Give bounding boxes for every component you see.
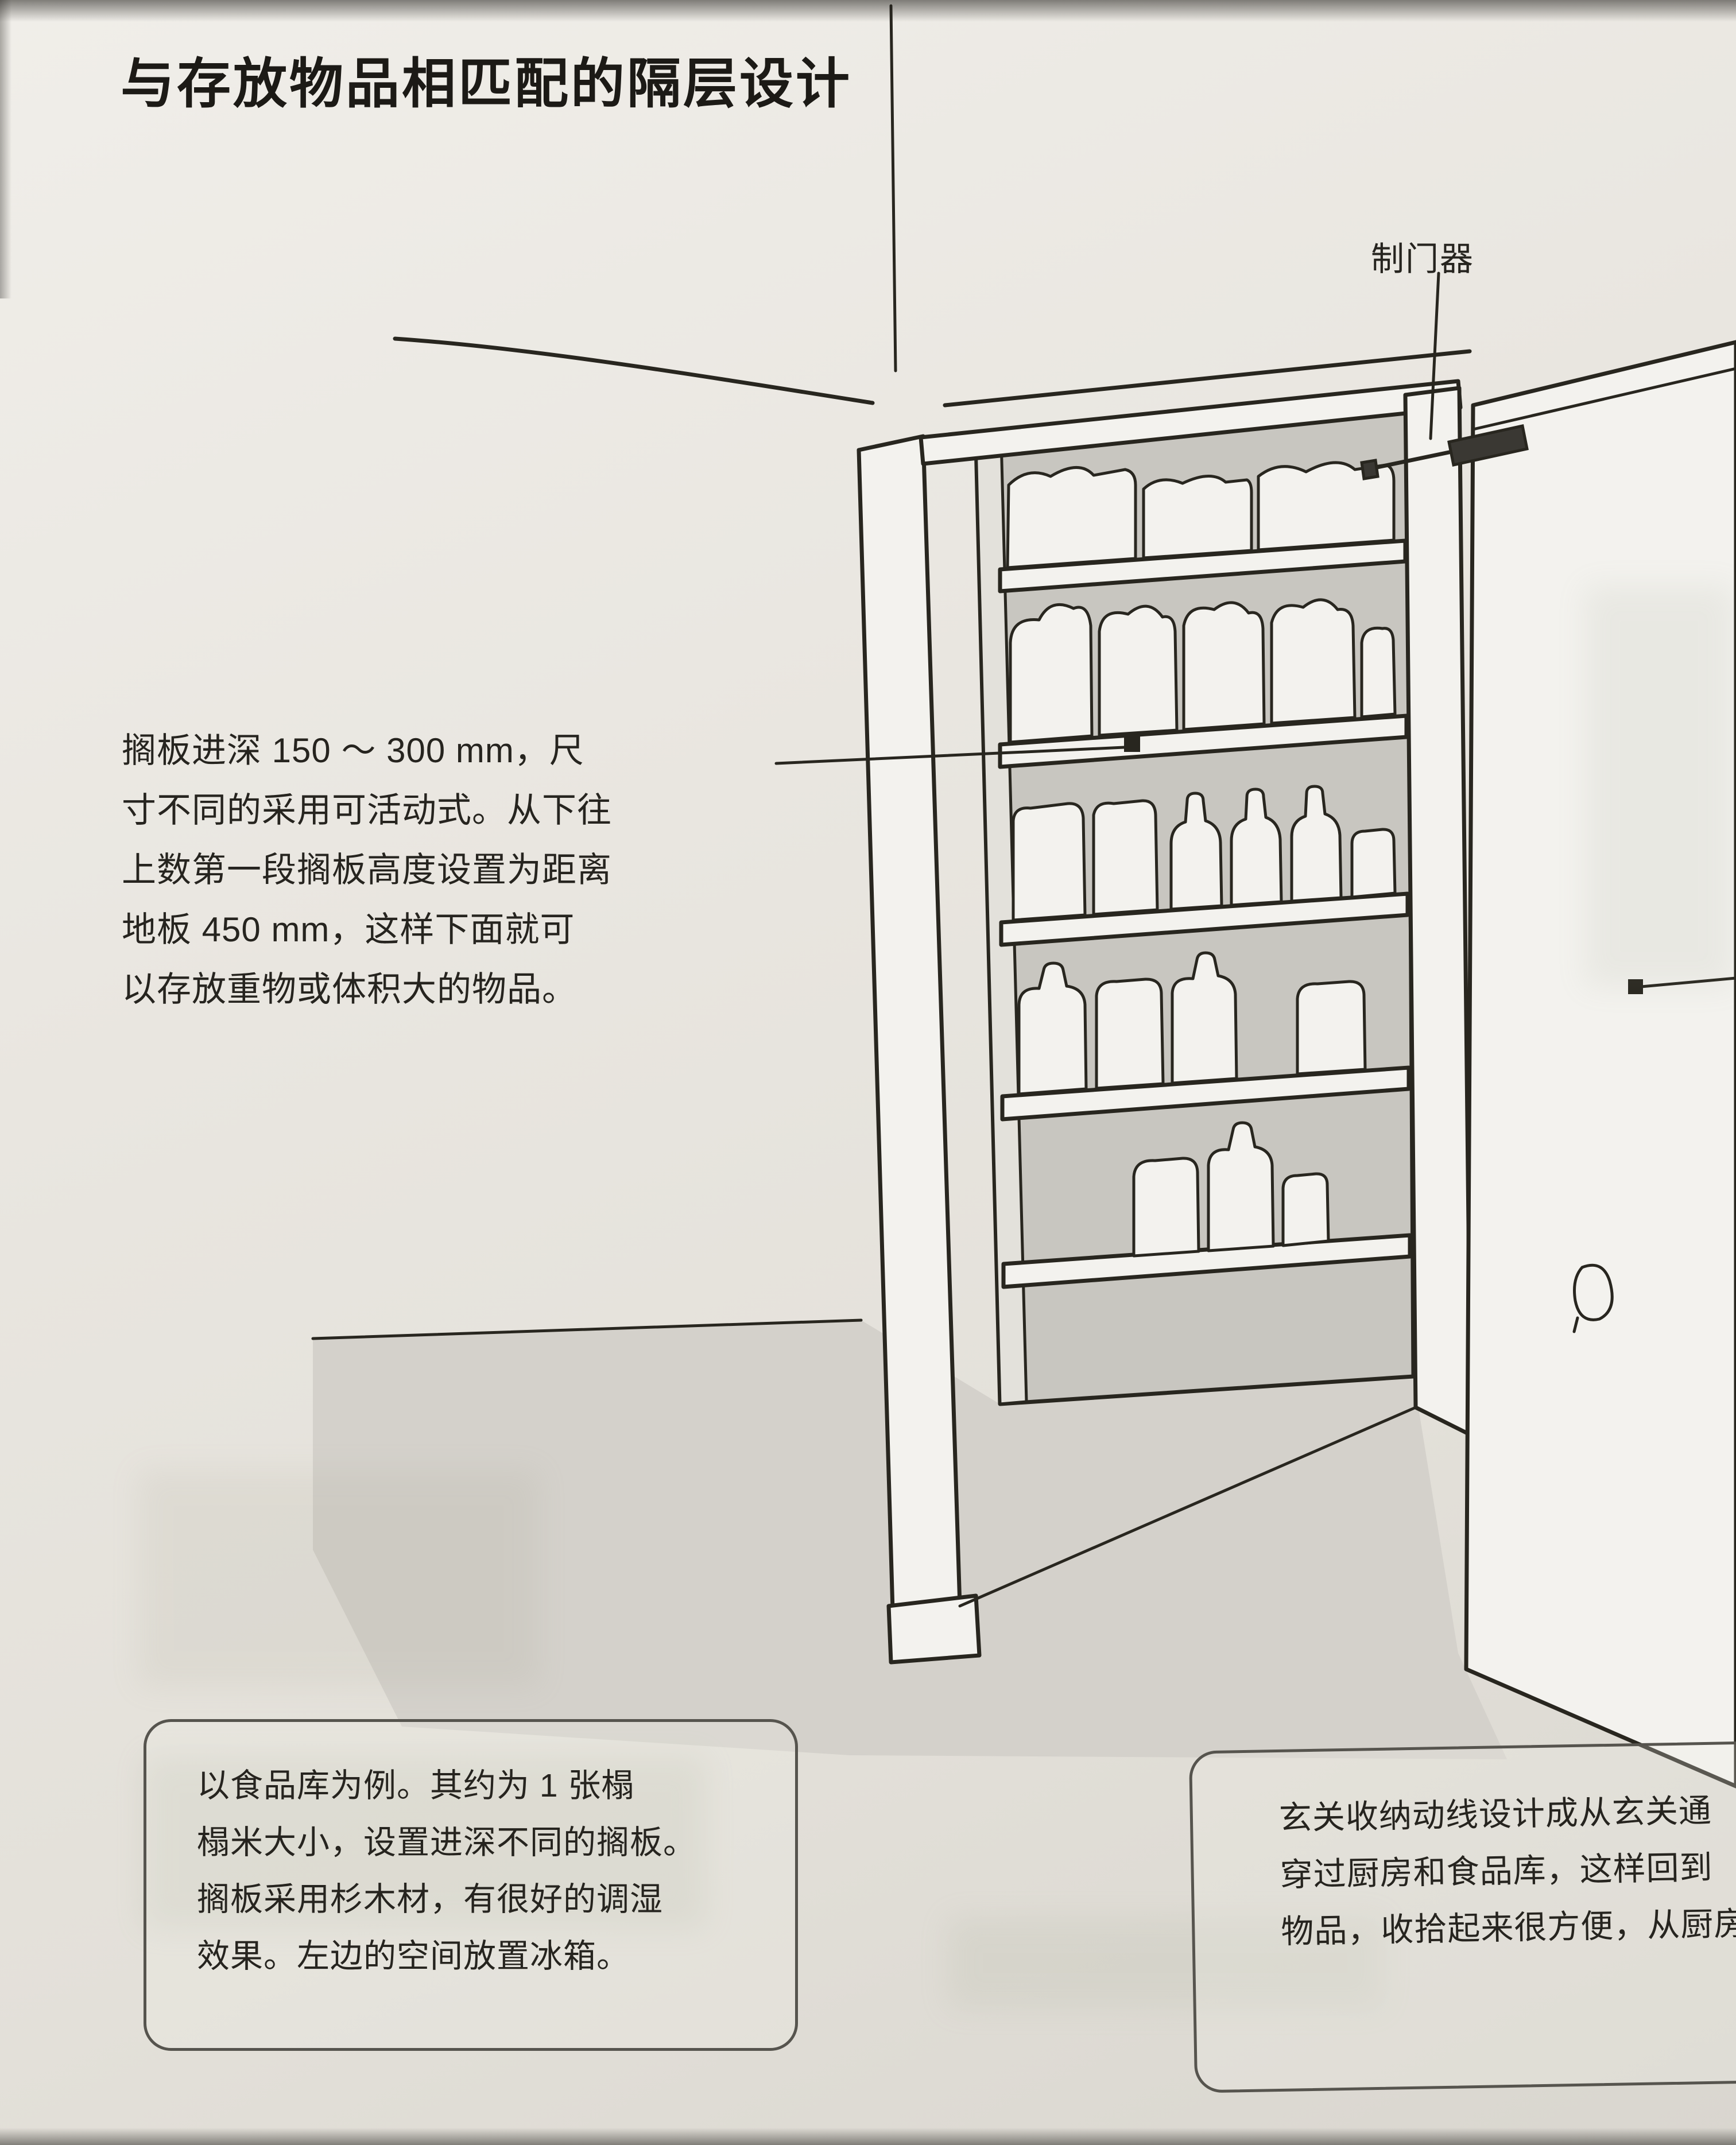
stored-items-row-4 <box>1017 951 1367 1096</box>
page-title: 与存放物品相匹配的隔层设计 <box>121 53 852 114</box>
door-closer <box>1360 424 1529 480</box>
page-edge-shadow-top <box>0 0 1736 22</box>
shelf-note-line: 以存放重物或体积大的物品。 <box>122 970 577 1009</box>
callout-pantry-line: 榻米大小，设置进深不同的搁板。 <box>197 1824 696 1861</box>
door-handle <box>1573 1263 1614 1321</box>
leader-line-door-right <box>1628 976 1736 994</box>
callout-pantry: 以食品库为例。其约为 1 张榻 榻米大小，设置进深不同的搁板。 搁板采用杉木材，… <box>144 1719 798 2051</box>
stored-items-row-3 <box>1012 785 1397 922</box>
stored-items-row-2 <box>1009 598 1397 744</box>
page-edge-shadow-bottom <box>0 2128 1736 2145</box>
leader-line-door-closer <box>1429 271 1440 440</box>
door-closer-label: 制门器 <box>1371 241 1475 278</box>
callout-pantry-line: 以食品库为例。其约为 1 张榻 <box>197 1767 635 1804</box>
stored-items-row-5 <box>1132 1121 1330 1258</box>
callout-entry: 玄关收纳动线设计成从玄关通 穿过厨房和食品库，这样回到 物品，收拾起来很方便，从… <box>1188 1739 1736 2093</box>
shelf-note-line: 搁板进深 150 ～ 300 mm，尺 <box>122 731 584 770</box>
shelf-note-line: 上数第一段搁板高度设置为距离 <box>122 851 612 889</box>
shelf-note-line: 地板 450 mm，这样下面就可 <box>122 910 575 949</box>
shelf-note: 搁板进深 150 ～ 300 mm，尺 寸不同的采用可活动式。从下往 上数第一段… <box>122 721 811 1019</box>
page-edge-shadow-left <box>0 0 11 298</box>
callout-entry-line: 物品，收拾起来很方便，从厨房 <box>1280 1905 1736 1950</box>
leader-line-shelf-note <box>774 736 1140 765</box>
door-frame <box>857 349 1473 1665</box>
callout-entry-line: 穿过厨房和食品库，这样回到 <box>1280 1849 1714 1894</box>
door <box>1464 340 1736 1789</box>
shelf-note-line: 寸不同的采用可活动式。从下往 <box>122 791 612 829</box>
callout-pantry-line: 搁板采用杉木材，有很好的调湿 <box>197 1881 663 1918</box>
callout-pantry-line: 效果。左边的空间放置冰箱。 <box>197 1938 630 1975</box>
wall-lines <box>393 4 897 405</box>
callout-entry-line: 玄关收纳动线设计成从玄关通 <box>1278 1792 1712 1837</box>
stored-items-row-top <box>1006 461 1396 569</box>
